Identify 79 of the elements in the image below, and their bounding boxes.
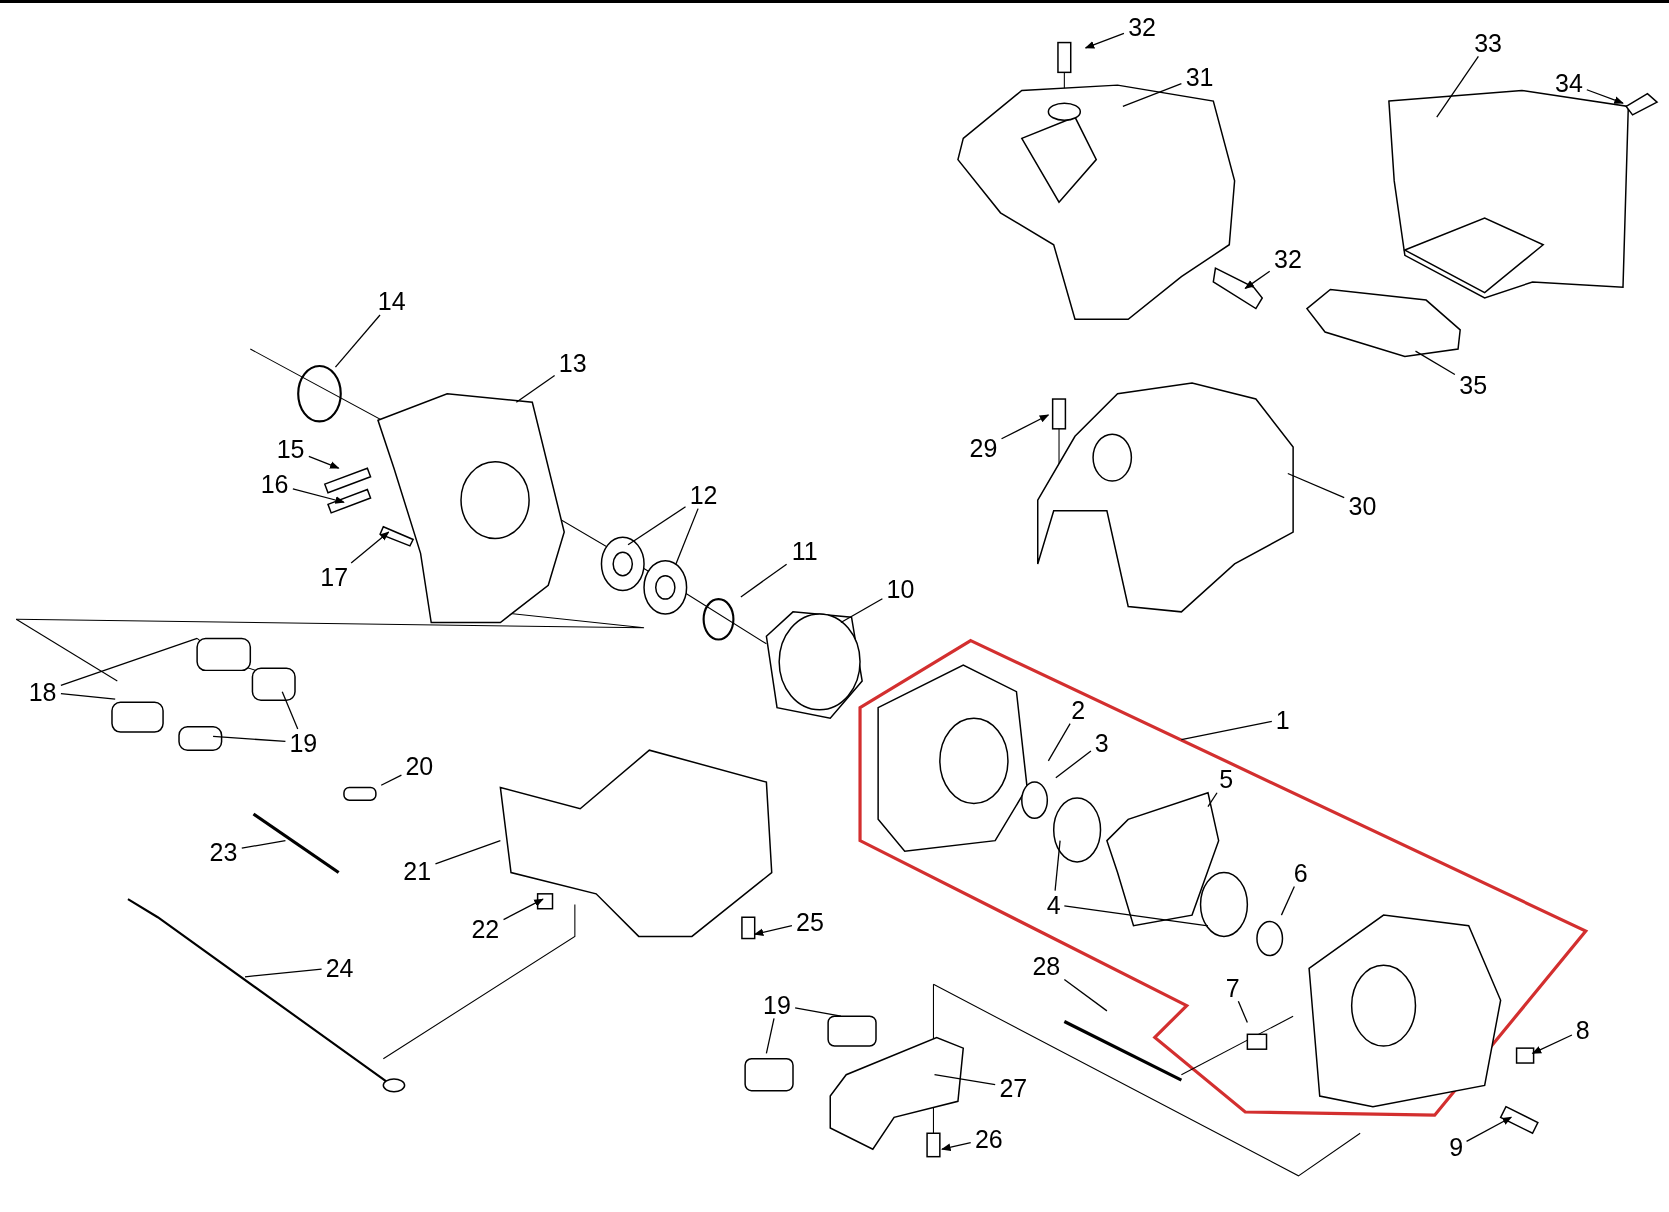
leader-line bbox=[1054, 840, 1061, 892]
leader-line bbox=[1237, 1000, 1248, 1024]
leader-line bbox=[1084, 32, 1125, 49]
callout-number: 28 bbox=[1032, 954, 1061, 979]
leader-line bbox=[794, 1007, 842, 1017]
callout-number: 6 bbox=[1293, 860, 1308, 886]
callout-number: 35 bbox=[1459, 372, 1488, 398]
leader-line bbox=[350, 531, 390, 564]
leader-line bbox=[1244, 270, 1271, 289]
callout-number: 1 bbox=[1275, 707, 1290, 733]
leader-line bbox=[1465, 1116, 1513, 1142]
callout-number: 13 bbox=[558, 350, 587, 376]
leader-line bbox=[241, 840, 287, 849]
callout-number: 20 bbox=[405, 753, 434, 779]
leader-line bbox=[1436, 55, 1479, 118]
leader-line bbox=[308, 455, 340, 469]
leader-line bbox=[244, 968, 323, 978]
callout-number: 21 bbox=[403, 858, 432, 884]
leader-line bbox=[434, 840, 501, 865]
callout-number: 24 bbox=[325, 955, 354, 981]
callout-number: 5 bbox=[1219, 766, 1234, 792]
leader-line bbox=[1287, 472, 1345, 499]
callout-number: 25 bbox=[796, 909, 824, 935]
callout-number: 15 bbox=[276, 436, 305, 462]
callout-number: 34 bbox=[1555, 70, 1583, 96]
leader-line bbox=[502, 898, 544, 921]
leader-line bbox=[380, 774, 403, 786]
leader-line bbox=[840, 598, 883, 624]
leader-line bbox=[281, 691, 299, 730]
callout-number: 3 bbox=[1094, 730, 1109, 756]
callout-number: 12 bbox=[689, 482, 718, 508]
leader-line bbox=[212, 735, 287, 743]
leader-line bbox=[1055, 750, 1092, 779]
callout-number: 16 bbox=[260, 471, 289, 497]
callout-number: 19 bbox=[289, 730, 318, 756]
leader-line bbox=[334, 314, 381, 368]
leader-line bbox=[740, 563, 788, 598]
leader-line bbox=[1063, 978, 1108, 1012]
callout-number: 31 bbox=[1185, 64, 1214, 90]
leader-line bbox=[1122, 83, 1183, 108]
leader-line bbox=[941, 1142, 972, 1152]
callout-number: 29 bbox=[969, 435, 998, 461]
callout-number: 30 bbox=[1348, 493, 1377, 519]
leader-line bbox=[1047, 722, 1071, 762]
callout-number: 23 bbox=[209, 839, 238, 864]
callout-number: 32 bbox=[1274, 246, 1302, 272]
callout-number: 11 bbox=[791, 538, 818, 564]
leader-line bbox=[753, 925, 793, 937]
leader-line bbox=[60, 637, 198, 687]
callout-number: 22 bbox=[471, 916, 500, 942]
callout-number: 4 bbox=[1046, 892, 1061, 918]
leader-line bbox=[765, 1017, 775, 1055]
leader-line bbox=[515, 374, 556, 403]
leader-line bbox=[1280, 885, 1295, 916]
callout-number: 10 bbox=[886, 576, 915, 602]
callout-number: 18 bbox=[28, 679, 57, 705]
leader-line bbox=[675, 508, 699, 565]
callout-number: 32 bbox=[1128, 14, 1156, 40]
callout-number: 7 bbox=[1225, 975, 1240, 1001]
callout-number: 2 bbox=[1071, 697, 1086, 723]
callout-number: 19 bbox=[763, 992, 791, 1018]
callout-number: 8 bbox=[1575, 1017, 1590, 1043]
leader-line bbox=[1414, 350, 1456, 376]
leader-line bbox=[60, 692, 116, 700]
callout-number: 17 bbox=[320, 564, 349, 590]
callout-number: 26 bbox=[974, 1126, 1003, 1152]
leader-line bbox=[292, 488, 345, 504]
leader-line bbox=[627, 506, 687, 546]
callout-number: 9 bbox=[1449, 1134, 1464, 1160]
callout-number: 27 bbox=[999, 1075, 1028, 1101]
leader-line bbox=[1586, 89, 1624, 104]
leader-line bbox=[1531, 1034, 1573, 1055]
leader-line bbox=[1207, 792, 1218, 808]
callout-number: 33 bbox=[1474, 30, 1502, 56]
leader-line bbox=[933, 1074, 996, 1086]
callout-number: 14 bbox=[377, 288, 406, 314]
leader-line bbox=[1180, 720, 1273, 741]
leader-line bbox=[1063, 905, 1209, 927]
leader-line bbox=[1000, 414, 1050, 440]
